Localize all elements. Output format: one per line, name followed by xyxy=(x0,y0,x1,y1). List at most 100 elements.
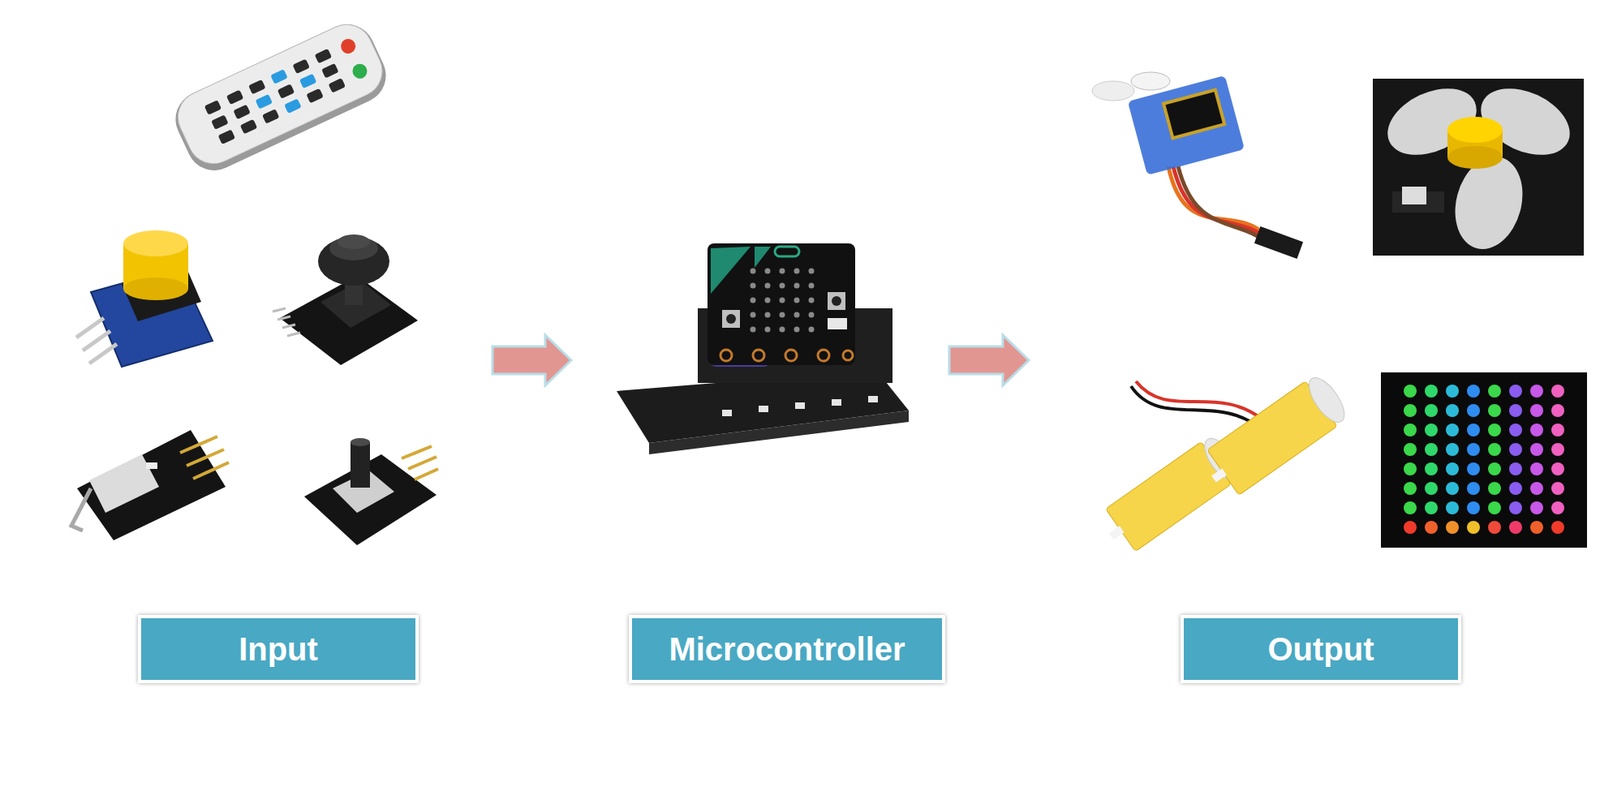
microbit-board-part xyxy=(750,297,815,304)
led-matrix-part xyxy=(1403,384,1565,398)
crash-sensor-part xyxy=(186,449,224,466)
servo-motor-part xyxy=(1173,166,1268,241)
ir-remote-part-part xyxy=(248,79,266,95)
led-bottom-row-part xyxy=(1551,520,1565,534)
led-matrix-part xyxy=(1403,501,1565,515)
ir-remote-part xyxy=(338,36,358,56)
joystick-module-part xyxy=(272,308,286,312)
microbit-board-part xyxy=(649,410,909,455)
fan-module-part xyxy=(1402,186,1427,205)
servo-motor-part xyxy=(1127,75,1245,176)
servo-motor-part xyxy=(1178,166,1269,246)
crash-sensor-part xyxy=(71,488,91,531)
servo-motor-part-part xyxy=(1165,91,1223,137)
rotary-sensor xyxy=(304,438,439,546)
joystick-module-part xyxy=(287,332,301,336)
microbit-board-part xyxy=(722,309,740,328)
ir-remote-part-part xyxy=(255,94,273,109)
led-bottom-row-part xyxy=(1403,520,1417,534)
servo-motor-part-part xyxy=(1161,87,1227,140)
microbit-board-part-part xyxy=(758,405,769,413)
joystick-module-part xyxy=(282,324,296,328)
microbit-board-part xyxy=(722,395,878,417)
microbit-board-part-part xyxy=(795,402,805,409)
servo-motor-part-part xyxy=(1127,75,1245,176)
microbit-board-part xyxy=(750,312,815,319)
led-bottom-row-part xyxy=(1445,520,1459,534)
microbit-board-part xyxy=(726,313,736,324)
ir-remote-part-part xyxy=(321,63,339,78)
column-node: Microcontroller xyxy=(571,16,950,698)
microbit-board-part xyxy=(754,246,771,268)
button-module-part xyxy=(123,230,189,257)
servo-motor-part xyxy=(1131,72,1170,91)
crash-sensor-part xyxy=(146,462,158,469)
ir-remote-part xyxy=(166,15,396,180)
crash-sensor-part xyxy=(180,436,218,453)
microbit-board-part xyxy=(831,296,842,306)
column-label: Input xyxy=(238,631,319,667)
ir-remote-part-part xyxy=(292,59,310,74)
button-module-part xyxy=(89,344,117,364)
column-node: Input xyxy=(48,16,493,698)
crash-sensor-part xyxy=(77,430,226,541)
gear-motors-part-part xyxy=(1211,468,1227,482)
joystick-module-part xyxy=(337,234,370,250)
led-matrix-part xyxy=(1403,481,1565,495)
ir-remote-part-part xyxy=(283,98,302,113)
button-module-part xyxy=(123,277,189,301)
button-module xyxy=(76,230,213,367)
column-label: Microcontroller xyxy=(668,631,905,667)
joystick-module-part xyxy=(279,275,418,366)
rotary-sensor-part xyxy=(401,446,432,459)
rotary-sensor-part xyxy=(304,454,437,546)
ir-remote-part-part xyxy=(232,104,250,120)
microbit-board-part xyxy=(750,283,815,289)
servo-motor-part xyxy=(1092,81,1135,101)
ir-remote xyxy=(166,15,396,180)
fan-module-part xyxy=(1447,146,1503,169)
led-matrix-part xyxy=(1380,372,1588,548)
button-module-part xyxy=(76,318,104,338)
microbit-board-part-part xyxy=(817,349,830,362)
label-box: Microcontroller xyxy=(628,615,946,684)
gear-motors-part-part xyxy=(1302,372,1351,428)
ir-remote-part-part xyxy=(210,114,228,130)
microbit-board-part xyxy=(720,349,853,362)
led-bottom-row-part xyxy=(1424,520,1438,534)
led-bottom-row-part xyxy=(1509,520,1523,534)
crash-sensor xyxy=(71,430,229,541)
fan-module xyxy=(1372,75,1584,258)
flow-arrow xyxy=(949,335,1029,386)
button-module-part xyxy=(82,331,111,351)
microbit-board-part xyxy=(710,246,751,294)
led-matrix-part xyxy=(1403,443,1565,456)
microbit-board-part-part xyxy=(785,349,797,362)
led-bottom-row xyxy=(1403,520,1565,534)
microbit-board-part-part xyxy=(843,350,853,361)
crash-sensor-part xyxy=(193,462,229,479)
gear-motors-part xyxy=(1131,386,1263,431)
ir-remote-part xyxy=(169,16,392,173)
ir-remote-part-part xyxy=(226,90,244,105)
ir-remote-part-part xyxy=(305,88,323,104)
fan-module-part xyxy=(1447,116,1503,143)
ir-remote-part-part xyxy=(204,99,222,115)
microbit-board-part xyxy=(707,243,856,366)
ir-remote-part-part xyxy=(314,48,332,64)
servo-motor-part xyxy=(1254,226,1304,259)
microbit-board-part-part xyxy=(720,349,732,362)
joystick-module xyxy=(272,234,418,366)
ir-remote-part-part xyxy=(277,83,295,99)
ir-remote-part xyxy=(350,61,370,82)
rotary-sensor-part xyxy=(414,468,439,480)
microbit-board-part xyxy=(827,318,848,330)
microbit-board-part xyxy=(774,246,800,257)
servo-motor xyxy=(1092,72,1304,259)
column-label: Output xyxy=(1267,631,1374,667)
led-matrix xyxy=(1380,372,1588,548)
gear-motors xyxy=(1096,370,1352,558)
gear-motors-part-part xyxy=(1109,525,1125,540)
ir-remote-part-part xyxy=(270,68,288,84)
